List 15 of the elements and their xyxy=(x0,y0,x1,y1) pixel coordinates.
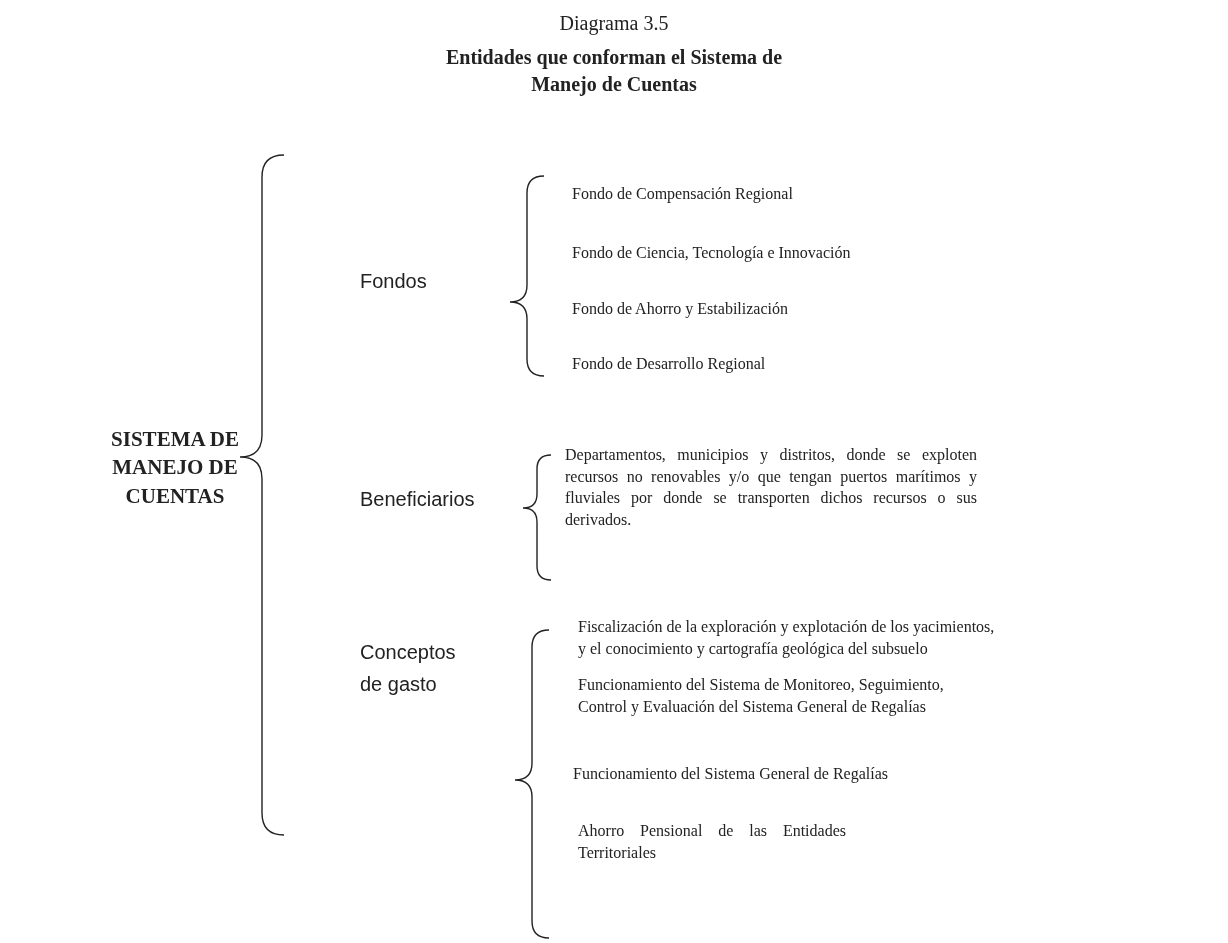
item-text: Fondo de Compensación Regional xyxy=(572,184,793,205)
item-text: Fiscalización de la exploración y explotación de los yacimientos, y el conocimiento y cartografía geológica del subsuelo xyxy=(578,617,996,660)
category-label: Fondos xyxy=(360,269,427,294)
diagram-number: Diagrama 3.5 xyxy=(558,11,670,37)
category-label: Beneficiarios xyxy=(360,487,475,512)
title-text: Entidades que conforman el Sistema de Manejo de Cuentas xyxy=(444,45,784,98)
item-text: Funcionamiento del Sistema General de Regalías xyxy=(573,764,889,785)
item-text: Departamentos, municipios y distritos, donde se exploten recursos no renovables y/o que tengan puertos marítimos y fluviales por donde se transporten dichos recursos o sus derivados. xyxy=(565,445,977,530)
item-text: Fondo de Ciencia, Tecnología e Innovación xyxy=(572,243,851,264)
item-text: Ahorro Pensional de las Entidades Territoriales xyxy=(578,821,846,863)
category-label: Conceptos de gasto xyxy=(360,640,457,697)
root-label: SISTEMA DE MANEJO DE CUENTAS xyxy=(110,426,240,510)
item-text: Fondo de Ahorro y Estabilización xyxy=(572,299,788,320)
item-text: Funcionamiento del Sistema de Monitoreo, Seguimiento, Control y Evaluación del Sistema General de Regalías xyxy=(578,675,945,718)
item-text: Fondo de Desarrollo Regional xyxy=(572,354,766,375)
